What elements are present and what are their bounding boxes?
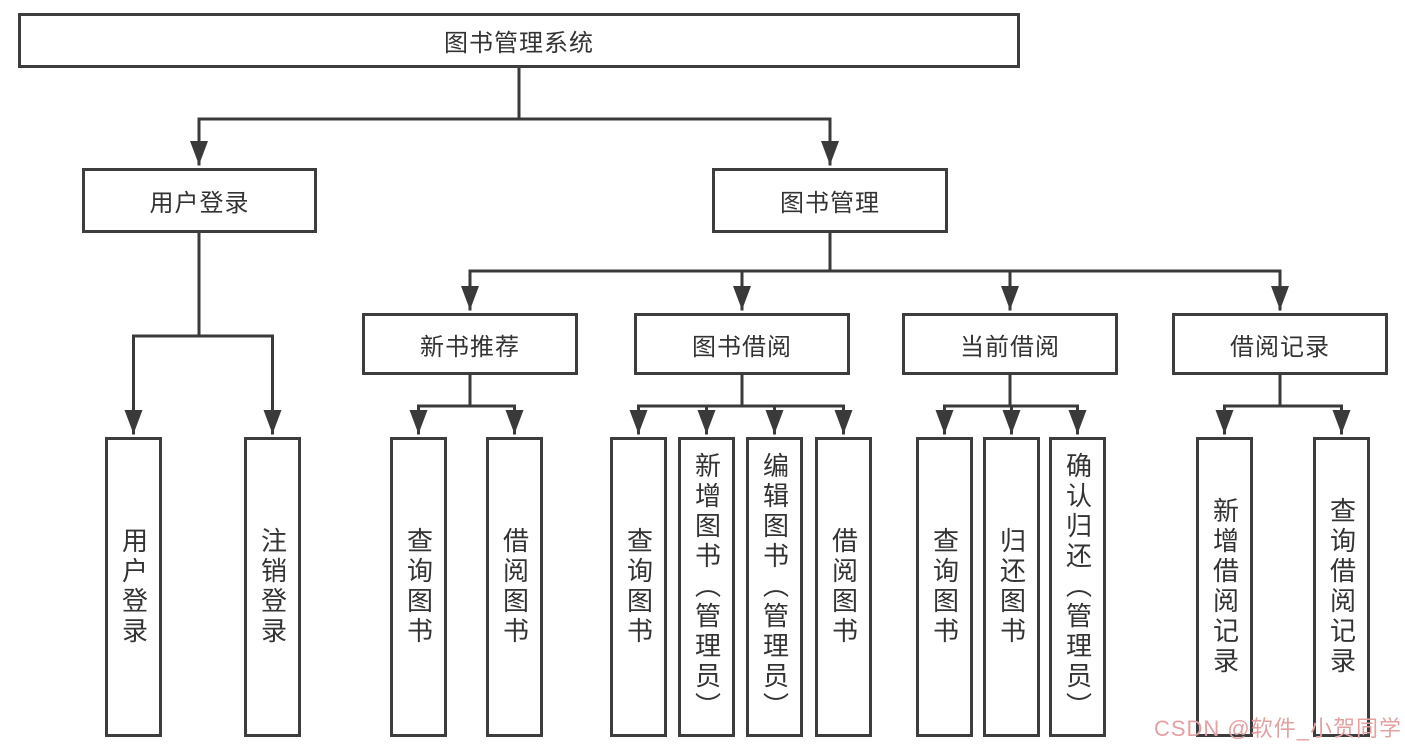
leaf-borrow-books: 借阅图书: [815, 437, 872, 737]
node-user-login: 用户登录: [82, 168, 317, 233]
node-label: 图书借阅: [692, 333, 792, 361]
node-book-borrow: 图书借阅: [634, 313, 850, 375]
leaf-query-books-borrow: 查询图书: [610, 437, 667, 737]
leaf-logout: 注销登录: [244, 437, 301, 737]
node-label: 当前借阅: [960, 333, 1060, 361]
node-new-book-recommend: 新书推荐: [362, 313, 578, 375]
csdn-watermark: CSDN @软件_小贺同学: [1153, 716, 1402, 741]
node-label: 图书管理: [780, 190, 880, 217]
node-borrow-records: 借阅记录: [1172, 313, 1388, 375]
node-label: 新书推荐: [420, 333, 520, 361]
node-label: 注销登录: [257, 527, 288, 647]
node-label: 用户登录: [149, 190, 250, 217]
node-label: 用户登录: [118, 527, 149, 647]
node-label: 编辑图书（管理员）: [759, 452, 790, 722]
node-label: 查询图书: [623, 527, 654, 647]
node-label: 借阅图书: [499, 527, 530, 647]
leaf-borrow-books-recommend: 借阅图书: [486, 437, 543, 737]
node-label: 确认归还（管理员）: [1062, 452, 1093, 722]
leaf-confirm-return-admin: 确认归还（管理员）: [1049, 437, 1106, 737]
node-label: 查询借阅记录: [1326, 497, 1357, 677]
leaf-add-books-admin: 新增图书（管理员）: [678, 437, 735, 737]
leaf-return-books: 归还图书: [983, 437, 1040, 737]
leaf-add-borrow-record: 新增借阅记录: [1196, 437, 1253, 737]
node-label: 图书管理系统: [444, 30, 594, 57]
node-current-borrow: 当前借阅: [902, 313, 1118, 375]
leaf-query-borrow-record: 查询借阅记录: [1313, 437, 1370, 737]
node-label: 新增借阅记录: [1209, 497, 1240, 677]
node-label: 借阅图书: [828, 527, 859, 647]
leaf-query-books-recommend: 查询图书: [390, 437, 447, 737]
node-book-management: 图书管理: [712, 168, 948, 233]
node-label: 归还图书: [996, 527, 1027, 647]
node-library-management-system: 图书管理系统: [18, 13, 1020, 68]
node-label: 查询图书: [403, 527, 434, 647]
node-label: 查询图书: [929, 527, 960, 647]
leaf-user-login: 用户登录: [105, 437, 162, 737]
leaf-query-books-current: 查询图书: [916, 437, 973, 737]
node-label: 新增图书（管理员）: [691, 452, 722, 722]
node-label: 借阅记录: [1230, 333, 1330, 361]
leaf-edit-books-admin: 编辑图书（管理员）: [746, 437, 803, 737]
